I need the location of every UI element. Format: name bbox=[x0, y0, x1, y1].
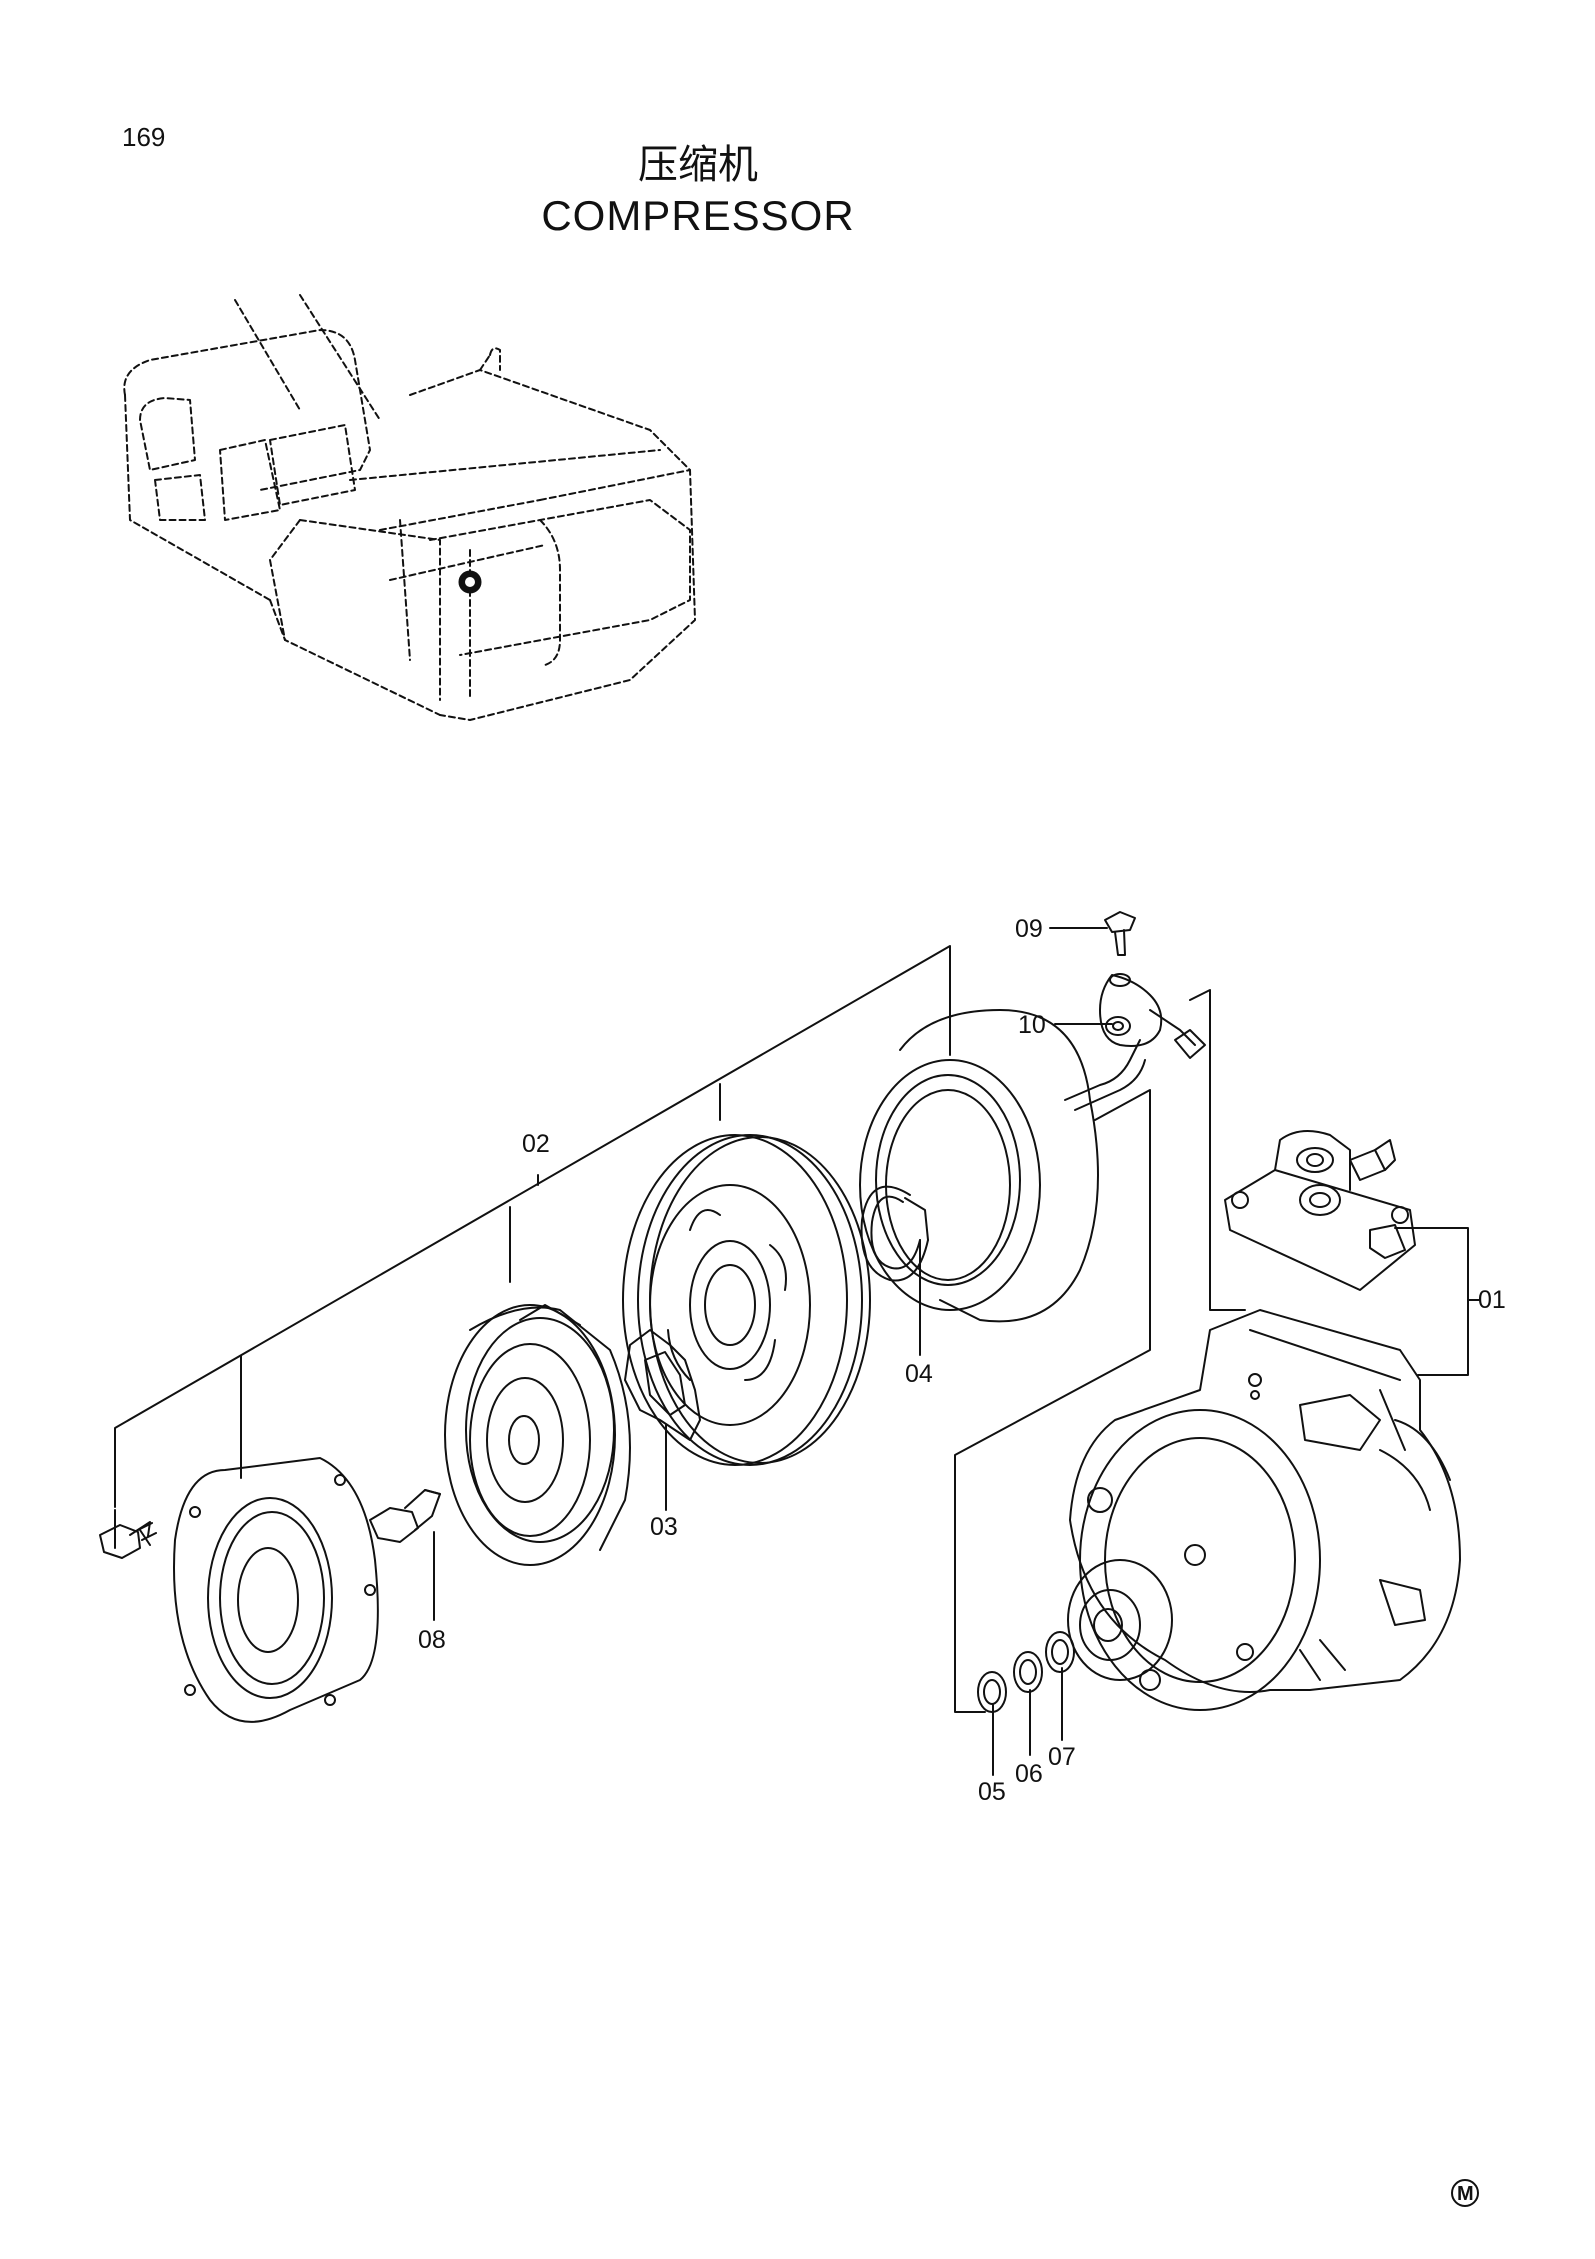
callout-02: 02 bbox=[522, 1130, 550, 1158]
callout-05: 05 bbox=[978, 1778, 1006, 1806]
washers bbox=[977, 1631, 1075, 1713]
callout-04: 04 bbox=[905, 1360, 933, 1388]
corner-mark-circle bbox=[1451, 2179, 1479, 2207]
callout-03: 03 bbox=[650, 1513, 678, 1541]
clutch-hub bbox=[444, 1304, 631, 1566]
title-english: COMPRESSOR bbox=[541, 192, 855, 239]
callout-08: 08 bbox=[418, 1626, 446, 1654]
page-number: 169 bbox=[122, 122, 166, 152]
callout-07: 07 bbox=[1048, 1743, 1076, 1771]
callout-06: 06 bbox=[1015, 1760, 1043, 1788]
hex-bolt bbox=[369, 1489, 441, 1543]
front-plate bbox=[173, 1457, 379, 1723]
leader-lines bbox=[114, 927, 1481, 1776]
flange-bolt bbox=[99, 1521, 157, 1559]
callout-09: 09 bbox=[1015, 915, 1043, 943]
pulley bbox=[622, 1134, 871, 1466]
wire-harness bbox=[1099, 911, 1206, 1059]
title-block: 压缩机 COMPRESSOR bbox=[0, 140, 1396, 242]
field-coil bbox=[859, 1009, 1146, 1323]
valve-plate bbox=[1224, 1130, 1416, 1291]
callout-10: 10 bbox=[1018, 1011, 1046, 1039]
excavator-location-view bbox=[123, 294, 696, 721]
callout-01: 01 bbox=[1478, 1286, 1506, 1314]
corner-mark: M bbox=[1457, 2183, 1474, 2205]
compressor-body bbox=[1067, 1309, 1461, 1711]
title-chinese: 压缩机 bbox=[638, 142, 758, 188]
